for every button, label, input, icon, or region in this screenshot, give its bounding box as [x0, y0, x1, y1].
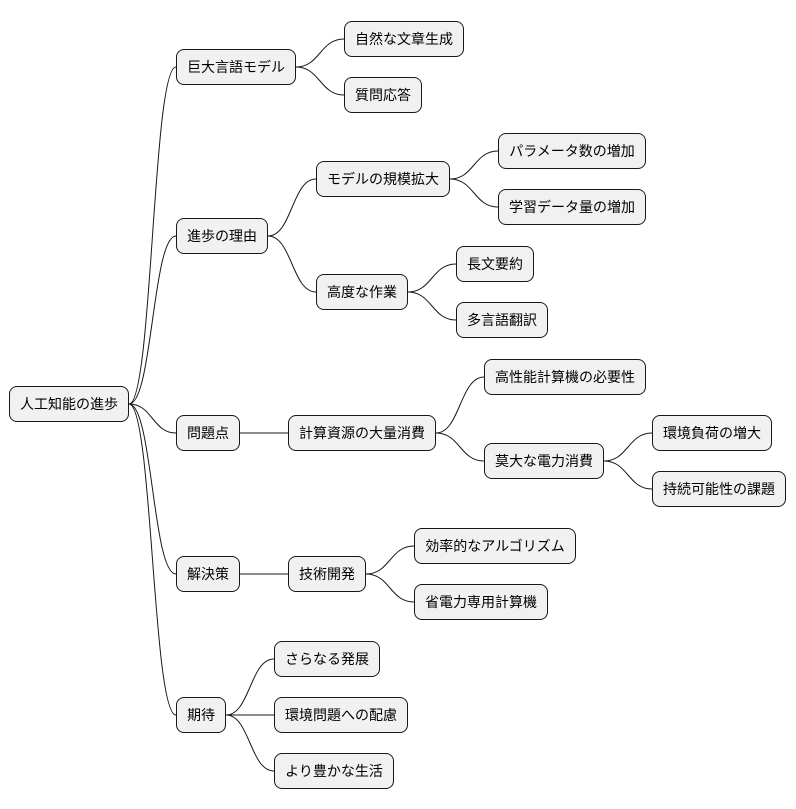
node-environmental-consideration: 環境問題への配慮	[274, 697, 408, 733]
node-advanced-tasks: 高度な作業	[316, 274, 408, 310]
node-multilingual-translation: 多言語翻訳	[456, 302, 548, 338]
branch-solutions: 解決策	[176, 556, 240, 592]
node-parameter-increase: パラメータ数の増加	[498, 133, 646, 169]
node-sustainability: 持続可能性の課題	[652, 471, 786, 507]
branch-expectations: 期待	[176, 697, 226, 733]
connector-line	[435, 376, 485, 434]
connector-line	[449, 178, 499, 208]
connector-line	[407, 263, 457, 293]
branch-reasons: 進歩の理由	[176, 218, 268, 254]
node-long-summary: 長文要約	[456, 246, 534, 282]
node-natural-text-generation: 自然な文章生成	[344, 21, 464, 57]
connector-line	[603, 460, 653, 490]
connector-line	[449, 150, 499, 180]
connector-line	[365, 573, 415, 603]
node-further-development: さらなる発展	[274, 641, 380, 677]
node-resource-consumption: 計算資源の大量消費	[288, 415, 436, 451]
connector-line	[295, 66, 345, 96]
root-node: 人工知能の進歩	[9, 386, 129, 422]
connector-line	[435, 432, 485, 462]
connector-line	[603, 432, 653, 462]
node-huge-power-consumption: 莫大な電力消費	[484, 443, 604, 479]
connector-line	[128, 403, 177, 575]
connector-line	[407, 291, 457, 321]
connector-line	[225, 658, 275, 716]
node-richer-life: より豊かな生活	[274, 753, 394, 789]
connector-line	[295, 38, 345, 68]
connector-line	[128, 403, 177, 716]
node-tech-development: 技術開発	[288, 556, 366, 592]
branch-problems: 問題点	[176, 415, 240, 451]
branch-llm: 巨大言語モデル	[176, 49, 296, 85]
connector-line	[128, 235, 177, 405]
node-training-data-increase: 学習データ量の増加	[498, 189, 646, 225]
node-hpc-necessity: 高性能計算機の必要性	[484, 359, 646, 395]
connector-line	[267, 178, 317, 237]
node-model-scale: モデルの規模拡大	[316, 161, 450, 197]
node-efficient-algorithm: 効率的なアルゴリズム	[414, 528, 576, 564]
node-environmental-load: 環境負荷の増大	[652, 415, 772, 451]
connector-line	[225, 714, 275, 772]
node-low-power-computer: 省電力専用計算機	[414, 584, 548, 620]
node-question-answering: 質問応答	[344, 77, 422, 113]
connector-line	[128, 66, 177, 405]
connector-line	[365, 545, 415, 575]
connector-line	[267, 235, 317, 293]
connector-line	[128, 403, 177, 434]
